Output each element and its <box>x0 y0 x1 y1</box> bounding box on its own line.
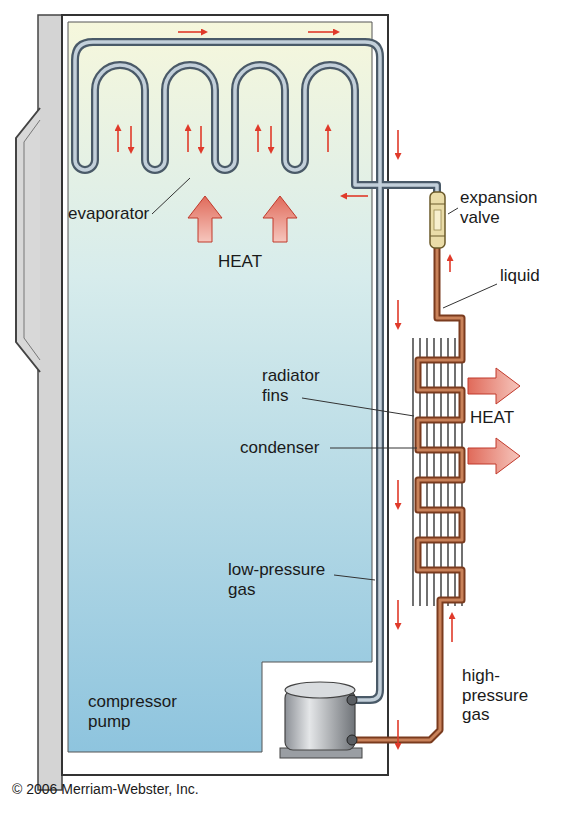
fridge-interior <box>68 22 372 752</box>
valve-band <box>430 204 445 205</box>
leader-line <box>152 178 190 214</box>
flow-arrow <box>200 126 202 152</box>
radiator-fin <box>412 338 413 606</box>
leader-line <box>302 398 414 416</box>
flow-arrow <box>451 614 453 642</box>
tube-highlight <box>356 248 462 740</box>
flow-arrow <box>270 126 272 152</box>
part-label: condenser <box>240 438 335 458</box>
flow-arrow <box>397 480 399 508</box>
radiator-fin <box>440 338 441 606</box>
condenser-tube <box>356 248 462 740</box>
compressor-top <box>285 682 355 698</box>
heat-label: HEAT <box>470 408 530 428</box>
part-label: expansion valve <box>460 188 560 227</box>
flow-arrow <box>397 130 399 158</box>
flow-arrow <box>327 126 329 152</box>
leader-line <box>448 208 458 214</box>
part-label: compressor pump <box>88 692 198 731</box>
heat-label: HEAT <box>218 252 278 272</box>
expansion-valve <box>430 192 445 248</box>
heat-arrow <box>263 196 297 242</box>
flow-arrow <box>397 300 399 328</box>
flow-arrow <box>187 126 189 152</box>
radiator-fin <box>433 338 434 606</box>
compressor-pump <box>285 690 355 750</box>
leader-line <box>330 448 417 449</box>
flow-arrow <box>449 256 451 272</box>
flow-arrow <box>257 126 259 152</box>
part-label: high-pressure gas <box>462 666 542 725</box>
flow-arrow <box>308 31 338 33</box>
flow-arrow <box>178 31 206 33</box>
tube-highlight <box>75 42 437 700</box>
door-handle <box>16 108 40 372</box>
flow-arrow <box>397 600 399 628</box>
flow-arrows <box>118 32 452 748</box>
part-label: low-pressure gas <box>228 560 338 599</box>
radiator-fin <box>447 338 448 606</box>
copyright-note: © 2006 Merriam-Webster, Inc. <box>12 781 292 797</box>
evaporator-tube <box>75 42 437 700</box>
compressor-port <box>347 695 357 705</box>
leader-line <box>443 284 497 308</box>
heat-arrow <box>468 368 520 404</box>
flow-arrow <box>130 126 132 152</box>
part-label: evaporator <box>68 204 158 224</box>
leader-lines <box>152 178 497 580</box>
heat-arrow <box>468 438 520 474</box>
radiator-fin <box>454 338 455 606</box>
compressor-port <box>347 735 357 745</box>
valve-window <box>434 210 441 230</box>
flow-arrow <box>397 720 399 748</box>
heat-arrow <box>188 196 222 242</box>
handle-edge <box>24 120 40 360</box>
leader-line <box>334 575 375 580</box>
part-label: liquid <box>500 266 560 286</box>
part-label: radiator fins <box>262 366 342 405</box>
fridge-body <box>62 15 388 775</box>
door <box>38 15 62 790</box>
radiator-fin <box>426 338 427 606</box>
flow-arrow <box>342 195 368 197</box>
valve-band <box>430 236 445 237</box>
flow-arrow <box>117 126 119 152</box>
